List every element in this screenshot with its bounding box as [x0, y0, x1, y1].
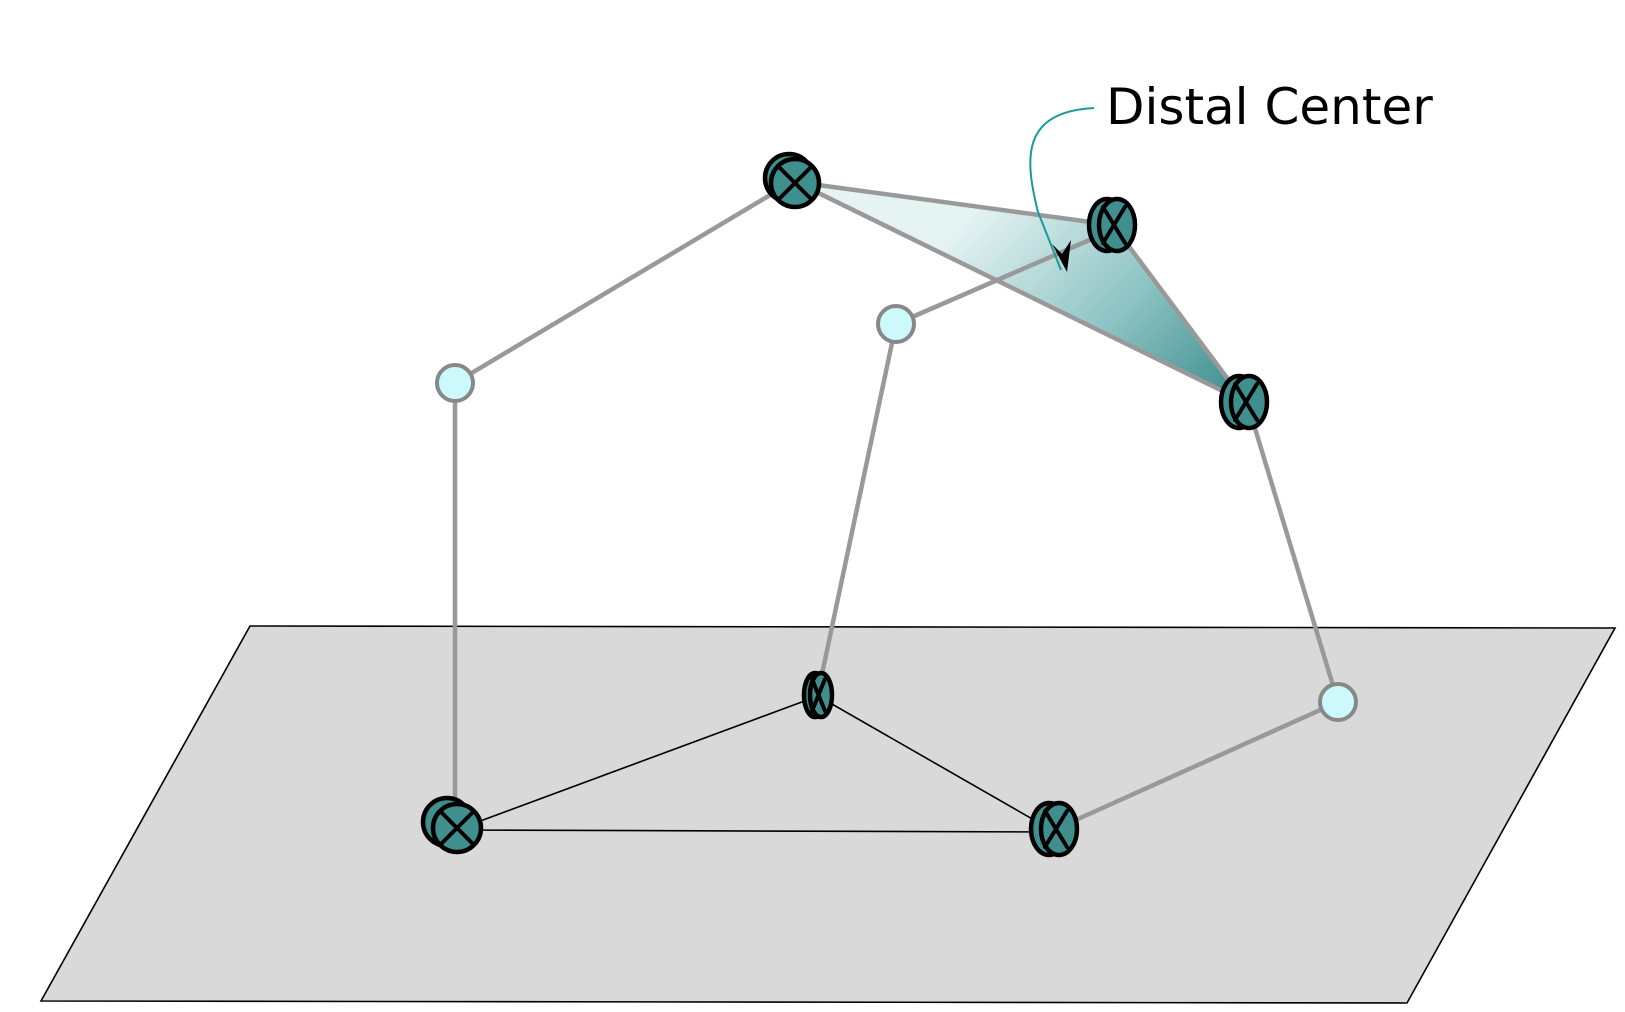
ground-plane: [39, 625, 1617, 1004]
leg-1-upper-link: [452, 179, 795, 386]
leg-2-lower-link: [815, 321, 899, 696]
base-triangle: [455, 695, 1059, 833]
spherical-joint-icon: [435, 363, 475, 403]
leg-2-upper-link: [893, 229, 1111, 327]
distal-platform-triangle: [793, 179, 1248, 405]
spherical-joint-icon: [1318, 682, 1358, 722]
universal-joint-icon: [420, 795, 484, 855]
universal-joint-icon: [762, 151, 822, 210]
leg-3-lower-link: [1055, 699, 1341, 831]
universal-joint-icon: [1086, 196, 1138, 254]
leg-2: [815, 229, 1111, 696]
distal-center-label: Distal Center: [1106, 78, 1433, 136]
arrow-head-icon: [1052, 240, 1071, 272]
universal-joint-icon: [1218, 373, 1270, 431]
annotation-arrow: [1029, 107, 1095, 271]
universal-joint-icon: [1028, 800, 1080, 858]
spherical-joint-icon: [876, 304, 916, 344]
leg-3-upper-link: [1244, 399, 1341, 705]
leg-3: [1055, 399, 1341, 831]
leg-1: [452, 179, 795, 830]
universal-joint-icon: [801, 670, 835, 720]
